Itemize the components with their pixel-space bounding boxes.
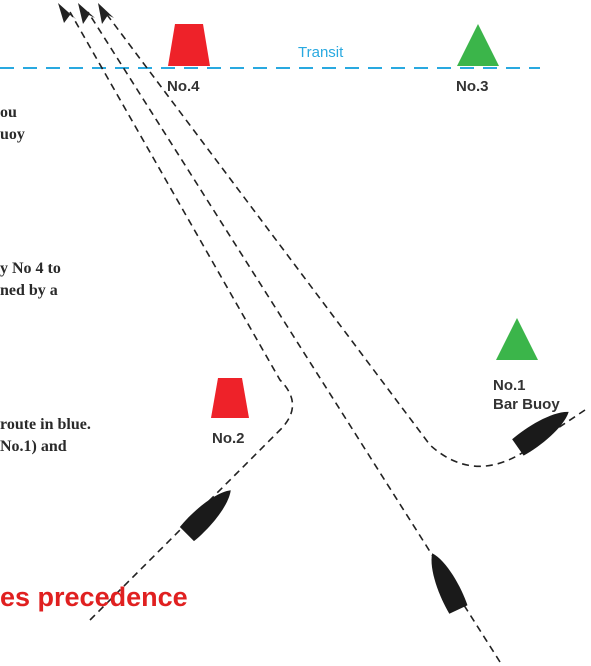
boat-middle xyxy=(431,553,468,614)
transit-label: Transit xyxy=(298,44,344,61)
arrowhead-left xyxy=(58,3,76,23)
track-left xyxy=(69,11,294,621)
track-middle xyxy=(87,11,501,663)
headline-fragment: es precedence xyxy=(0,582,188,612)
arrowhead-middle xyxy=(78,3,95,24)
buoy-label-no3: No.3 xyxy=(456,78,489,95)
boat-left xyxy=(179,490,231,542)
text-fragment: ned by a xyxy=(0,282,58,299)
buoy-label-no4: No.4 xyxy=(167,78,200,95)
green-buoy-no3 xyxy=(457,24,499,66)
text-fragment: route in blue. xyxy=(0,416,91,433)
text-fragment: y No 4 to xyxy=(0,260,61,277)
arrowhead-right xyxy=(98,3,114,24)
buoy-label-no2: No.2 xyxy=(212,430,245,447)
text-fragment: uoy xyxy=(0,126,25,143)
text-fragment: ou xyxy=(0,104,17,121)
buoy-label-no1: No.1 xyxy=(493,377,526,394)
green-buoy-no1 xyxy=(496,318,538,360)
text-fragment: No.1) and xyxy=(0,438,67,455)
red-buoy-no4 xyxy=(168,24,210,66)
buoy-label-bar-buoy: Bar Buoy xyxy=(493,396,560,413)
boat-right xyxy=(512,411,569,456)
red-buoy-no2 xyxy=(211,378,249,418)
